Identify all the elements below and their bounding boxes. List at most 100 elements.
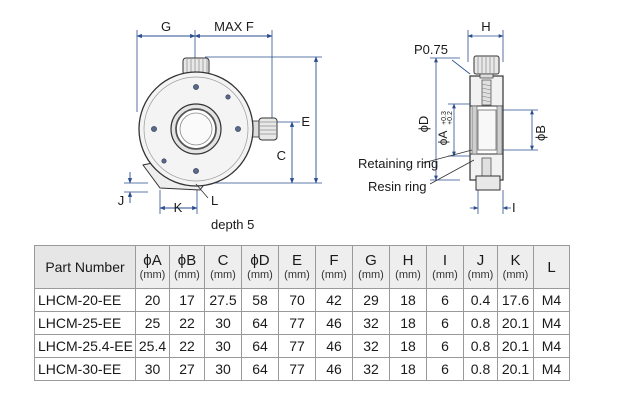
table-cell: 0.4	[463, 288, 498, 312]
table-cell: 32	[352, 357, 390, 381]
table-row: LHCM-30-EE 30 27 30 64 77 46 32 18 6 0.8…	[34, 357, 570, 381]
table-cell: 46	[315, 311, 353, 335]
table-cell: 6	[426, 311, 464, 335]
side-view: H P0.75 ϕD ϕA +0.3 +0.2 ϕB Retaining rin…	[358, 19, 548, 215]
table-cell: 30	[135, 357, 170, 381]
table-cell: M4	[533, 288, 570, 312]
table-row: LHCM-20-EE 20 17 27.5 58 70 42 29 18 6 0…	[34, 288, 570, 312]
table-row: LHCM-25-EE 25 22 30 64 77 46 32 18 6 0.8…	[34, 311, 570, 335]
table-cell: 25.4	[135, 334, 170, 358]
header-d: ϕD(mm)	[241, 245, 279, 289]
table-cell: 64	[241, 357, 279, 381]
header-h: H(mm)	[389, 245, 427, 289]
table-cell: 77	[278, 357, 316, 381]
header-symbol: I	[442, 252, 448, 269]
table-cell: 64	[241, 334, 279, 358]
header-unit: (mm)	[139, 269, 166, 281]
table-cell: 46	[315, 334, 353, 358]
table-cell: 20.1	[497, 334, 534, 358]
table-cell: M4	[533, 311, 570, 335]
label-l: L	[211, 193, 218, 208]
table-cell: 22	[169, 311, 205, 335]
header-unit: (mm)	[432, 269, 458, 281]
header-unit: (mm)	[358, 269, 384, 281]
table-cell: 42	[315, 288, 353, 312]
header-b: ϕB(mm)	[169, 245, 205, 289]
label-b: ϕB	[533, 125, 548, 141]
header-symbol: ϕD	[250, 252, 270, 269]
table-cell: 70	[278, 288, 316, 312]
part-number-cell: LHCM-25.4-EE	[34, 334, 136, 358]
label-a: ϕA	[436, 131, 450, 146]
table-cell: 58	[241, 288, 279, 312]
header-unit: (mm)	[321, 269, 347, 281]
header-l: L	[533, 245, 570, 289]
label-j: J	[118, 193, 125, 208]
label-g: G	[161, 19, 171, 34]
table-cell: 30	[204, 334, 242, 358]
table-cell: M4	[533, 357, 570, 381]
part-number-cell: LHCM-25-EE	[34, 311, 136, 335]
label-depth: depth 5	[211, 217, 254, 232]
label-d: ϕD	[416, 116, 431, 133]
technical-drawing: G MAX F E C J K L depth 5	[118, 19, 548, 232]
table-cell: 20.1	[497, 311, 534, 335]
header-e: E(mm)	[278, 245, 316, 289]
header-i: I(mm)	[426, 245, 464, 289]
table-row: LHCM-25.4-EE 25.4 22 30 64 77 46 32 18 6…	[34, 334, 570, 358]
label-a-tol-bottom: +0.2	[447, 111, 454, 125]
label-k: K	[174, 200, 183, 215]
part-number-cell: LHCM-20-EE	[34, 288, 136, 312]
table-cell: 18	[389, 311, 427, 335]
header-c: C(mm)	[204, 245, 242, 289]
table-cell: 18	[389, 334, 427, 358]
table-cell: 27	[169, 357, 205, 381]
table-cell: 64	[241, 311, 279, 335]
table-cell: 27.5	[204, 288, 242, 312]
table-header-row: Part Number ϕA(mm) ϕB(mm) C(mm) ϕD(mm) E…	[34, 245, 570, 289]
label-a-tol-top: +0.3	[441, 111, 448, 125]
table-cell: 77	[278, 334, 316, 358]
table-cell: 77	[278, 311, 316, 335]
front-view: G MAX F E C J K L depth 5	[118, 19, 322, 232]
header-symbol: G	[365, 252, 377, 269]
label-retaining-ring: Retaining ring	[358, 156, 438, 171]
table-cell: 18	[389, 357, 427, 381]
table-cell: 0.8	[463, 311, 498, 335]
table-cell: 32	[352, 311, 390, 335]
header-f: F(mm)	[315, 245, 353, 289]
header-symbol: ϕA	[143, 252, 162, 269]
label-resin-ring: Resin ring	[368, 179, 427, 194]
header-unit: (mm)	[210, 269, 236, 281]
header-part-number: Part Number	[34, 245, 136, 289]
table-cell: 22	[169, 334, 205, 358]
table-cell: 18	[389, 288, 427, 312]
label-i: I	[512, 200, 516, 215]
label-e: E	[301, 114, 310, 129]
label-c: C	[277, 148, 286, 163]
specifications-table: Part Number ϕA(mm) ϕB(mm) C(mm) ϕD(mm) E…	[34, 245, 570, 381]
table-cell: 0.8	[463, 334, 498, 358]
table-cell: 30	[204, 311, 242, 335]
header-unit: (mm)	[284, 269, 310, 281]
header-symbol: E	[291, 252, 302, 269]
table-cell: 6	[426, 357, 464, 381]
header-symbol: F	[329, 252, 339, 269]
header-g: G(mm)	[352, 245, 390, 289]
header-unit: (mm)	[174, 269, 200, 281]
header-symbol: H	[402, 252, 414, 269]
header-unit: (mm)	[467, 269, 494, 281]
table-cell: 17.6	[497, 288, 534, 312]
header-k: K(mm)	[497, 245, 534, 289]
table-cell: 46	[315, 357, 353, 381]
part-number-cell: LHCM-30-EE	[34, 357, 136, 381]
table-cell: 20.1	[497, 357, 534, 381]
header-symbol: J	[476, 252, 485, 269]
table-cell: 25	[135, 311, 170, 335]
table-cell: 17	[169, 288, 205, 312]
header-symbol: C	[217, 252, 229, 269]
header-j: J(mm)	[463, 245, 498, 289]
table-cell: 6	[426, 288, 464, 312]
table-cell: 6	[426, 334, 464, 358]
table-cell: 0.8	[463, 357, 498, 381]
